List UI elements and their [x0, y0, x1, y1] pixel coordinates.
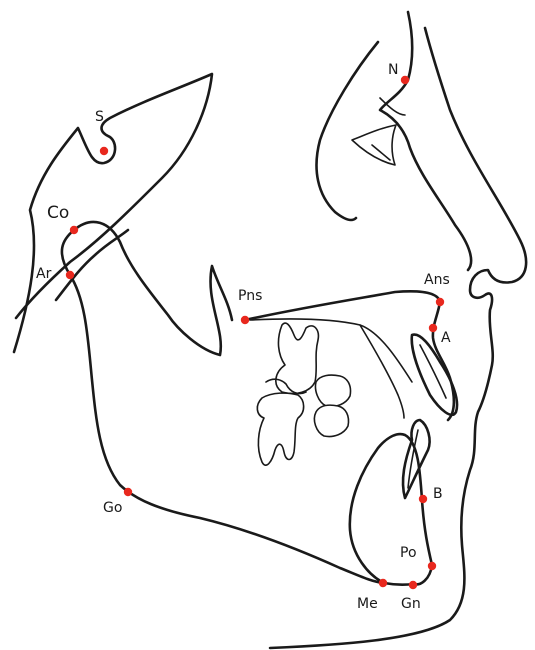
label-n: N	[388, 62, 398, 78]
symphysis-outline	[350, 434, 432, 584]
upper-molar	[276, 323, 319, 393]
landmark-dot-po	[428, 562, 436, 570]
premolar-upper	[315, 375, 350, 406]
landmark-dot-b	[419, 495, 427, 503]
label-ans: Ans	[424, 272, 450, 288]
label-pns: Pns	[238, 288, 262, 304]
label-b: B	[433, 486, 443, 502]
label-me: Me	[357, 596, 378, 612]
lower-molar	[257, 393, 303, 465]
landmark-dot-ans	[436, 298, 444, 306]
orbit-inner	[352, 98, 405, 165]
label-po: Po	[400, 545, 417, 561]
premolar-lower	[314, 405, 348, 436]
landmark-dot-gn	[409, 581, 417, 589]
landmark-dot-a	[429, 324, 437, 332]
landmark-dots	[66, 76, 444, 589]
palatal-plane	[245, 291, 440, 320]
nasion-forehead-outline	[380, 12, 471, 270]
landmark-dot-ar	[66, 271, 74, 279]
lower-incisor-outline	[403, 420, 430, 498]
landmark-dot-co	[70, 226, 78, 234]
label-s: S	[95, 109, 104, 125]
pterygoid-outline	[360, 325, 404, 418]
landmark-dot-pns	[241, 316, 249, 324]
landmark-dot-go	[124, 488, 132, 496]
orbit-outline	[316, 42, 378, 220]
label-go: Go	[103, 500, 122, 516]
landmark-dot-n	[401, 76, 409, 84]
mandible-outline	[74, 222, 232, 355]
label-a: A	[441, 330, 451, 346]
label-co: Co	[47, 203, 69, 223]
label-ar: Ar	[36, 266, 52, 282]
landmark-dot-s	[100, 147, 108, 155]
label-gn: Gn	[401, 596, 421, 612]
ramus-lower-border	[62, 230, 414, 585]
cranial-base-outline	[14, 74, 212, 352]
landmark-dot-me	[379, 579, 387, 587]
